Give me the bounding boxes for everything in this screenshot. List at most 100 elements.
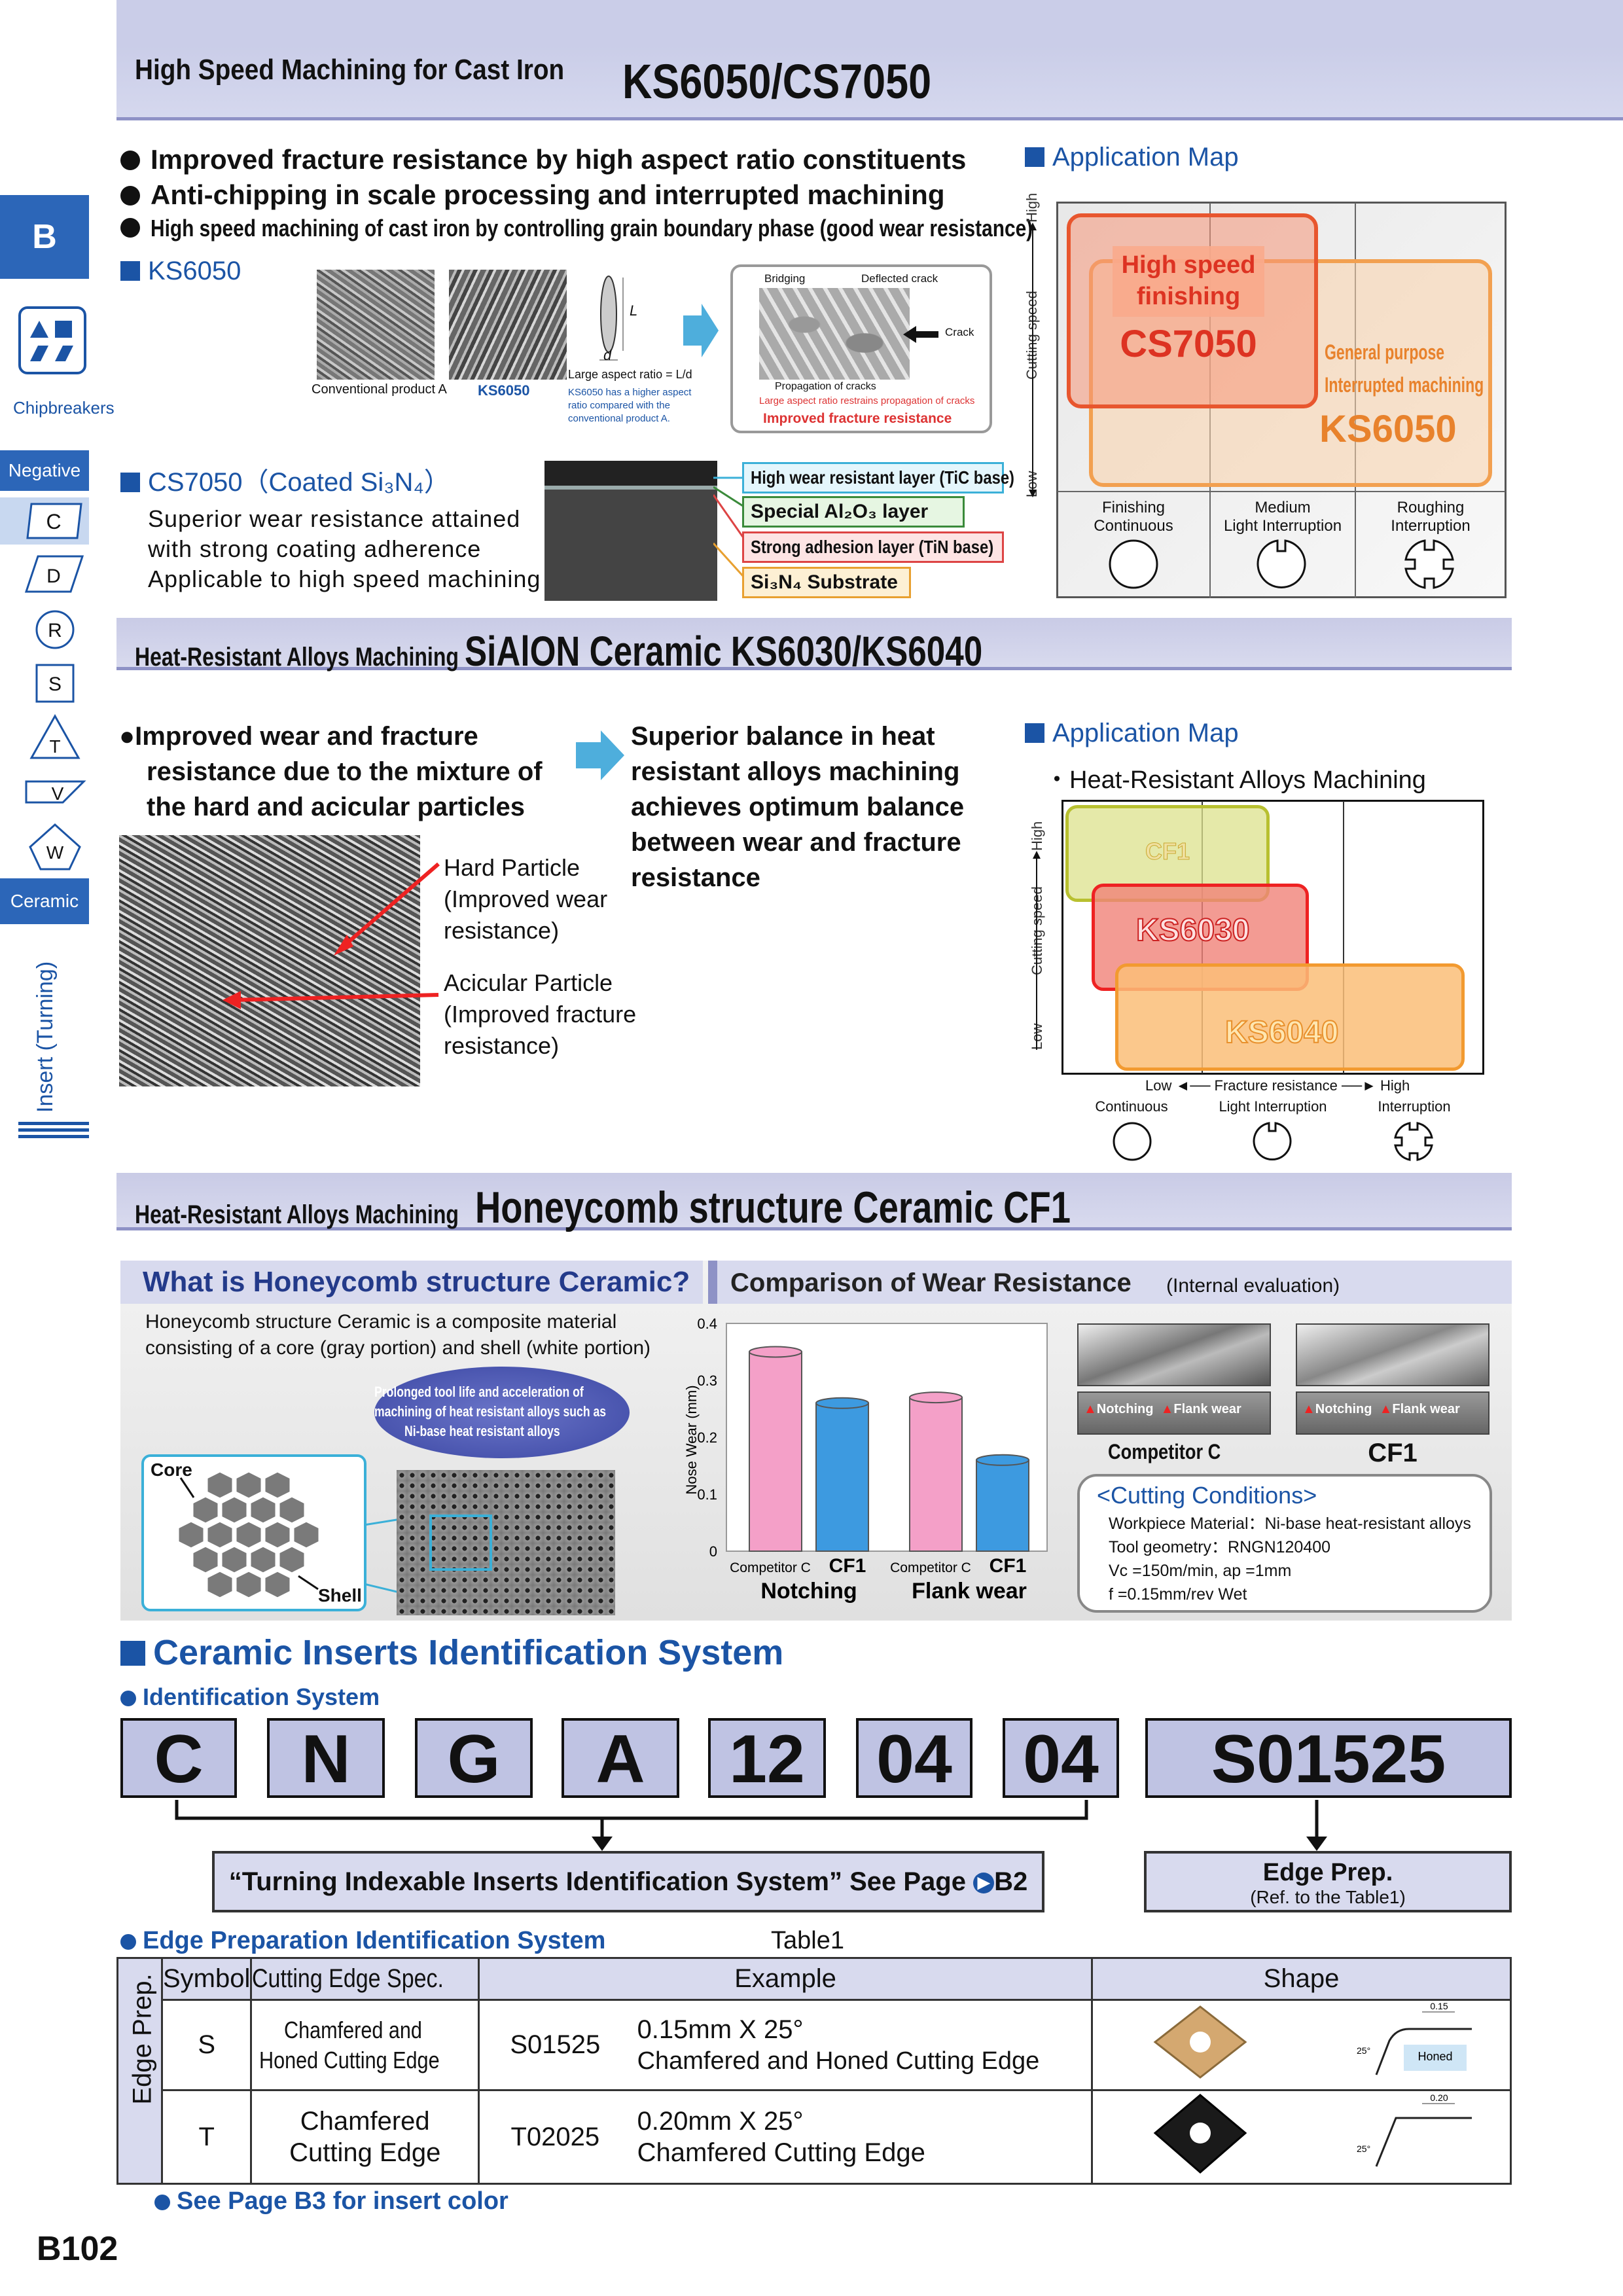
coating-micrograph [544,461,717,601]
map2-ks6030: KS6030 [1135,912,1250,948]
sidebar-stripes [18,1122,89,1141]
svg-text:S: S [48,673,62,695]
map1-title: Application Map [1025,143,1239,172]
map1-gp2: Interrupted machining [1325,373,1484,397]
chipbreakers-label[interactable]: Chipbreakers [13,398,115,418]
example-s: 0.15mm X 25°Chamfered and Honed Cutting … [630,1999,1093,2091]
bar-cap [749,1346,802,1358]
bar-cap [815,1397,869,1409]
sidebar-top-bar [95,0,116,2296]
row-label: Edge Prep. [128,1973,156,2105]
code-s01525: S01525 [1145,1718,1512,1798]
honeycomb-micrograph [397,1470,615,1615]
conventional-micrograph [317,270,435,380]
example-t: 0.20mm X 25°Chamfered Cutting Edge [630,2089,1093,2185]
insert-color-note[interactable]: See Page B3 for insert color [154,2187,508,2215]
page-number: B102 [37,2230,118,2268]
improved-label: Improved fracture resistance [763,411,952,426]
map2-col3: Interruption [1378,1098,1451,1115]
sec3-title-small: Heat-Resistant Alloys Machining [135,1200,459,1229]
map2-col1: Continuous [1095,1098,1168,1115]
layer-tin: Strong adhesion layer (TiN base) [742,531,1004,563]
sec2-title-small: Heat-Resistant Alloys Machining [135,643,459,672]
code-04b: 04 [1003,1718,1119,1798]
light-interruption-icon-2 [1253,1122,1292,1161]
shape-t-icon[interactable]: T [29,712,81,762]
negative-tab[interactable]: Negative [0,450,89,491]
map1-cs7050: CS7050 [1120,323,1257,365]
section-letter-tab[interactable]: B [0,195,89,279]
sec1-title: High Speed Machining for Cast Iron KS605… [135,54,931,119]
shape-s-icon[interactable]: S [31,660,79,707]
y-tick-label: 0.3 [697,1372,717,1389]
crack-arrow-icon [903,326,938,343]
ks6050-micrograph [449,270,567,380]
prop-label: Propagation of cracks [775,381,876,392]
shell-label: Shell [318,1585,362,1605]
chart-ylabel: Nose Wear (mm) [683,1385,700,1494]
shape-c-icon[interactable]: C [24,497,86,545]
y-tick-label: 0.1 [697,1486,717,1503]
shape-r-icon[interactable]: R [31,606,79,653]
what-desc: Honeycomb structure Ceramic is a composi… [145,1311,651,1359]
restrain-label: Large aspect ratio restrains propagation… [759,395,975,406]
code-c: C [120,1718,237,1798]
see-page-box[interactable]: “Turning Indexable Inserts Identificatio… [212,1851,1044,1912]
code-s-cell: S01525 [478,1999,631,2091]
series-label: Competitor C [730,1560,811,1575]
layer-al2o3: Special Al₂O₃ layer [742,496,965,528]
layer-substrate: Si₃N₄ Substrate [742,567,911,598]
map2-axis-high: High [1029,821,1045,851]
page-link-icon: ▶ [973,1873,995,1893]
y-tick-label: 0.2 [697,1429,717,1446]
benefit-bubble: Prolonged tool life and acceleration of … [374,1367,630,1458]
series-label: CF1 [990,1555,1027,1577]
see-page-text: “Turning Indexable Inserts Identificatio… [228,1867,966,1896]
svg-text:0.20: 0.20 [1430,2094,1448,2103]
comp-internal: (Internal evaluation) [1166,1275,1340,1297]
shape-d-icon[interactable]: D [24,551,86,598]
chamfered-edge-diagram: 0.2025° [1357,2092,1472,2167]
bar-competitor-1 [909,1397,963,1552]
map1-ks6050: KS6050 [1319,408,1457,450]
insert-image-t [1091,2089,1308,2185]
cutting-conditions-box: <Cutting Conditions> Workpiece Material：… [1077,1474,1492,1613]
what-heading-bg [120,1261,703,1304]
category-label: Flank wear [912,1579,1027,1604]
bullet-1: Improved fracture resistance by high asp… [120,144,1017,179]
sec3-header [116,1173,1512,1230]
sym-s: S [160,1999,253,2091]
shape-w-icon[interactable]: W [26,821,84,873]
beige-insert-icon [1153,2005,1247,2079]
conventional-label: Conventional product A [312,382,447,397]
sec2-header [116,618,1512,670]
series-label: CF1 [829,1555,866,1577]
bar-cf1-1 [976,1459,1029,1552]
edge-prep-box[interactable]: Edge Prep. (Ref. to the Table1) [1144,1851,1512,1912]
honed-edge-diagram: 0.1525°Honed [1357,2001,1472,2075]
map1-gp1: General purpose [1325,340,1445,364]
sidebar: B Chipbreakers Negative C D R S T V W Ce… [0,0,116,2296]
map1-hsf-box [1113,246,1264,317]
sec1-header [116,46,1623,120]
insert-turning-vertical: Insert (Turning) [33,961,58,1113]
bar-cap [909,1391,963,1404]
shape-v-icon[interactable]: V [24,772,86,812]
bracket-arrows [175,1800,1327,1851]
cc-line-2: Tool geometry：RNGN120400 [1109,1538,1331,1556]
ceramic-tab[interactable]: Ceramic [0,878,89,924]
interruption-icon-2 [1394,1122,1433,1161]
th-spec: Cutting Edge Spec. [250,1957,480,2001]
svg-text:R: R [48,620,62,641]
map1-gridline-h [1058,491,1505,492]
code-04a: 04 [856,1718,972,1798]
right-arrow-icon [683,304,719,357]
negative-label: Negative [8,460,81,480]
